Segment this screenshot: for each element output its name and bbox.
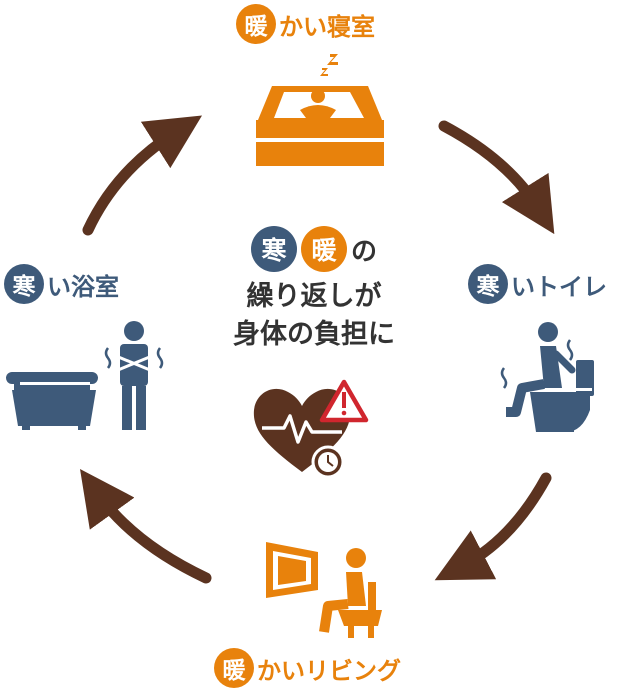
stage-label-bathroom: 寒 い浴室 [4,264,119,304]
center-heading: 寒 暖 の [196,226,432,272]
stage-label-living: 暖 かいリビング [214,648,401,688]
label-text: かい寝室 [279,12,375,41]
bath-shivering-icon [6,321,164,430]
center-message: 寒 暖 の 繰り返しが 身体の負担に [196,226,432,354]
chair-sitting-icon [266,542,382,638]
arrow-toilet-to-living [434,472,552,581]
badge-warm: 暖 [300,226,347,272]
heart-warning-icon [253,379,369,479]
center-line-1: 繰り返しが [246,281,382,312]
badge-cold: 寒 [250,226,297,272]
stage-label-toilet: 寒 いトイレ [468,264,607,304]
badge-warm: 暖 [214,648,254,688]
label-text: いトイレ [511,272,607,301]
sleep-z-icon [320,54,338,76]
badge-cold: 寒 [4,264,44,304]
center-particle: の [350,236,377,267]
label-text: かいリビング [257,656,401,685]
arrow-bathroom-to-bedroom [82,115,203,236]
stage-label-bedroom: 暖 かい寝室 [236,4,375,44]
label-text: い浴室 [47,272,119,301]
center-line-2: 身体の負担に [233,319,395,350]
badge-cold: 寒 [468,264,508,304]
arrow-bedroom-to-toilet [438,120,555,235]
arrow-living-to-bathroom [79,469,212,584]
toilet-shivering-icon [500,322,594,432]
badge-warm: 暖 [236,4,276,44]
bed-sleeping-icon [256,86,384,166]
